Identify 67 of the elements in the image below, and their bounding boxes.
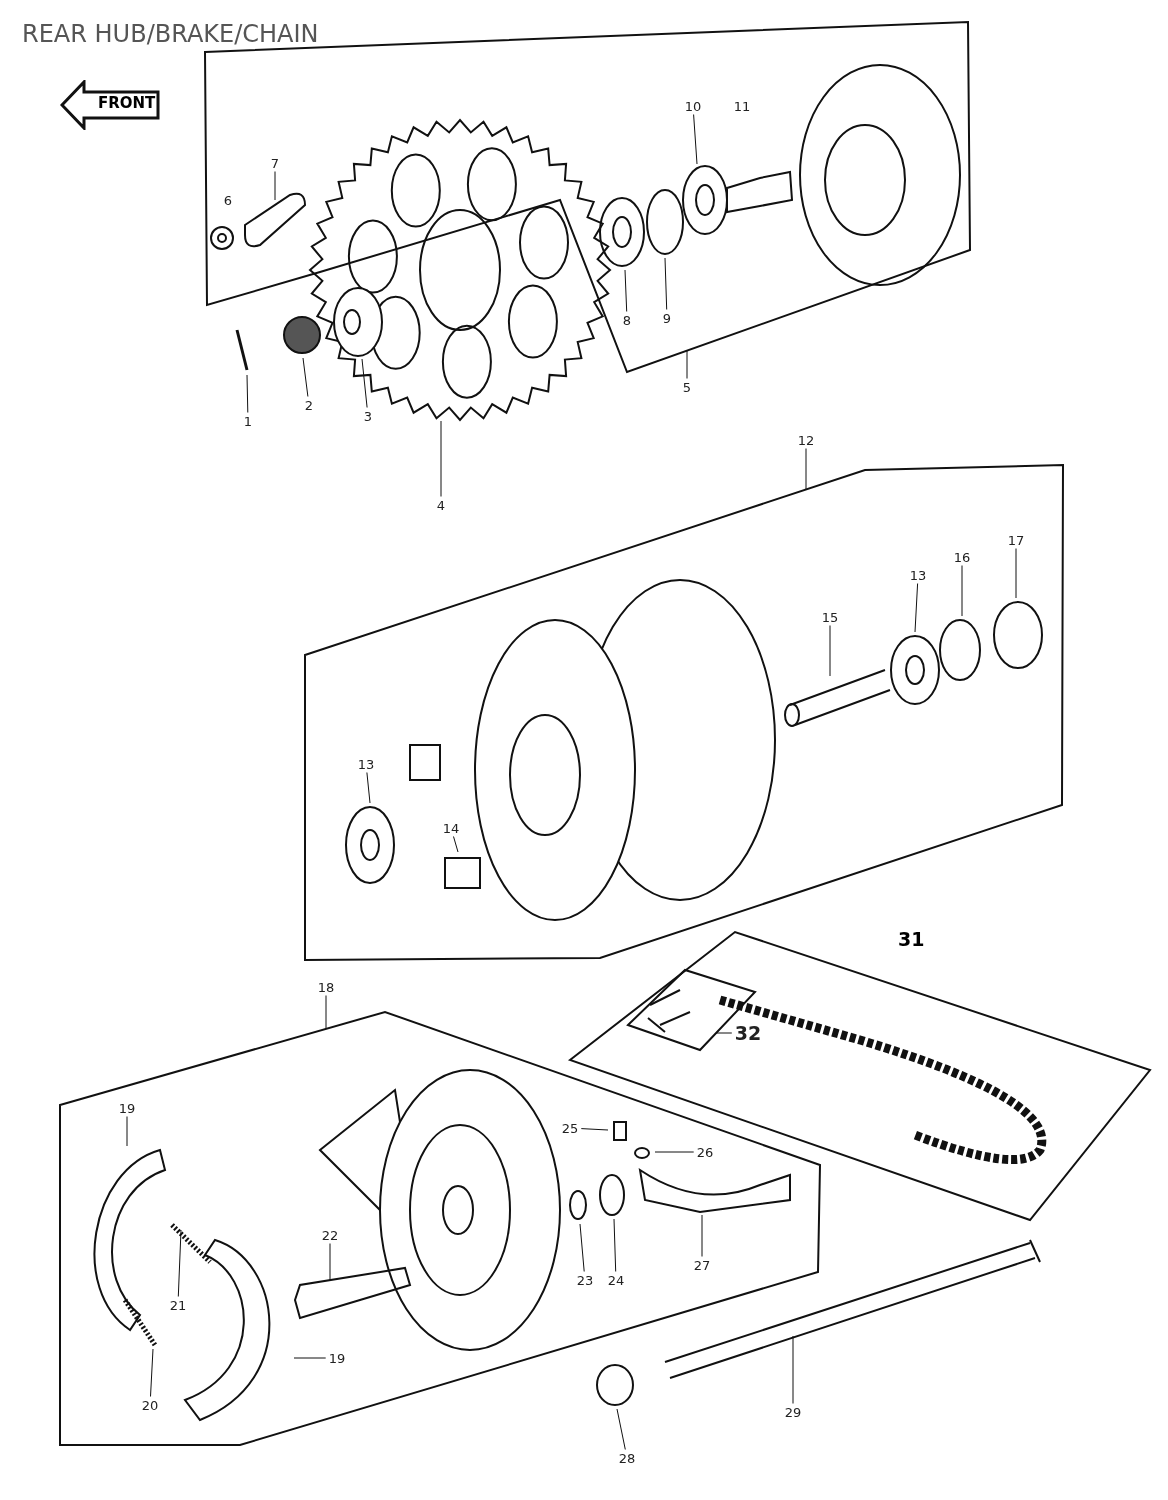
callout-number: 32 — [733, 1023, 763, 1043]
direction-label: FRONT — [98, 96, 156, 111]
callout-number: 13 — [356, 757, 376, 771]
callout-number: 13 — [908, 568, 928, 582]
leader-line — [914, 583, 919, 633]
callout-number: 20 — [140, 1398, 160, 1412]
callout-number: 15 — [820, 610, 840, 624]
callout-number: 27 — [692, 1258, 712, 1272]
callout-number: 18 — [316, 980, 336, 994]
leader-line — [686, 350, 688, 379]
leader-line — [453, 836, 459, 853]
callout-number: 12 — [796, 433, 816, 447]
leader-line — [805, 448, 807, 491]
callout-number: 14 — [441, 821, 461, 835]
leader-line — [624, 269, 628, 312]
callout-number: 25 — [560, 1121, 580, 1135]
leader-line — [325, 995, 327, 1030]
callout-number: 8 — [621, 313, 633, 327]
leader-line — [150, 1348, 154, 1397]
leader-line — [701, 1214, 703, 1257]
callout-number: 11 — [732, 99, 752, 113]
callout-number: 16 — [952, 550, 972, 564]
leader-line — [715, 1032, 733, 1034]
leader-line — [329, 1243, 331, 1281]
parts-group-outline — [60, 1012, 820, 1445]
leader-line — [654, 1151, 695, 1153]
callout-number: 22 — [320, 1228, 340, 1242]
callout-number: 24 — [606, 1273, 626, 1287]
callout-number: 5 — [681, 380, 693, 394]
leader-line — [361, 358, 368, 408]
callout-number: 6 — [222, 193, 234, 207]
callout-number: 4 — [435, 498, 447, 512]
callout-number: 3 — [362, 409, 374, 423]
callout-number: 1 — [242, 414, 254, 428]
parts-group-outline — [305, 465, 1063, 960]
leader-line — [302, 357, 309, 397]
callout-number: 19 — [117, 1101, 137, 1115]
leader-line — [792, 1335, 794, 1404]
leader-line — [616, 1408, 626, 1450]
leader-line — [580, 1128, 609, 1131]
leader-line — [829, 625, 831, 677]
leader-line — [177, 1229, 182, 1297]
title: REAR HUB/BRAKE/CHAIN — [22, 22, 319, 46]
callout-number: 21 — [168, 1298, 188, 1312]
callout-number: 29 — [783, 1405, 803, 1419]
callout-number: 28 — [617, 1451, 637, 1465]
leader-line — [246, 374, 249, 413]
callout-number: 26 — [695, 1145, 715, 1159]
leader-line — [693, 114, 698, 165]
leader-line — [579, 1223, 585, 1272]
leader-line — [440, 420, 442, 497]
leader-line — [126, 1116, 128, 1147]
callout-number: 7 — [269, 156, 281, 170]
leader-line — [613, 1218, 617, 1272]
leader-line — [664, 257, 668, 310]
leader-line — [1015, 548, 1017, 599]
callout-number: 17 — [1006, 533, 1026, 547]
leader-line — [366, 772, 371, 804]
callout-number: 19 — [327, 1351, 347, 1365]
leader-line — [961, 565, 963, 617]
callout-number: 31 — [898, 930, 925, 949]
leader-line — [274, 171, 276, 201]
callout-number: 9 — [661, 311, 673, 325]
callout-number: 2 — [303, 398, 315, 412]
leader-line — [293, 1357, 327, 1359]
callout-number: 10 — [683, 99, 703, 113]
callout-number: 23 — [575, 1273, 595, 1287]
